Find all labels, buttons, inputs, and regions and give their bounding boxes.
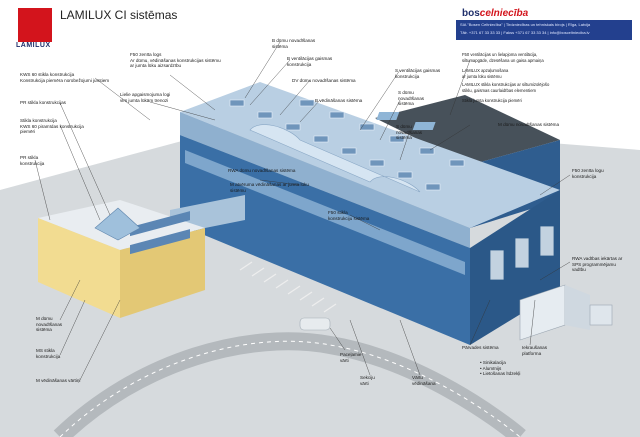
label-pr-stiklo-2: PR stikla konstrukcija (20, 155, 45, 166)
annex-windows (130, 211, 190, 255)
label-stikla-jumts: Stikla jumta konstrukcija piemēri (462, 98, 522, 103)
label-rwa-vadiba: RWA vadības iekārtas ar SPS programmējam… (572, 256, 623, 272)
roof-skylights (229, 99, 465, 191)
label-f50-sist: F50 stikla konstrukciju sistēma (328, 210, 370, 221)
label-ms-stikla: MS stikla konstrukcija (36, 348, 61, 359)
label-pr-stiklo-1: PR stikla konstrukcijas (20, 100, 66, 105)
lamilux-logo-text: LAMILUX (16, 42, 51, 49)
loading-doors (489, 225, 555, 281)
label-m-dumu-1: M dūmu novadīšanas sistēma (498, 122, 560, 127)
label-f50-zenita: F50 zenīta logu konstrukcija (572, 168, 604, 179)
contact-line-2: Tālr. +371 67 33 33 33 | Fakss +371 67 3… (460, 30, 590, 35)
parked-car (299, 317, 331, 331)
label-s-dumu: S dūmu novadīšanas sistēma (398, 90, 425, 106)
label-m-dumu-2: M dūmu novadīšanas sistēma (36, 316, 63, 332)
pyramid-skylight (94, 207, 141, 241)
parking-lines (239, 261, 337, 313)
label-b-dumu-1: B dūmu novadīšanas sistēma (272, 38, 316, 49)
label-f50-ventil: F50 ventilācijas un lielapjoma ventilāci… (462, 52, 544, 63)
rear-roof-skylights (376, 112, 436, 130)
lamilux-logo (18, 8, 52, 42)
label-vartu: Vārtu vēdināšana (412, 375, 436, 386)
contact-bar: SIA "Bosen Celtniecība" | Tirdzniecības … (456, 20, 632, 40)
partner-name: bos (462, 8, 480, 19)
label-dv-dumu: DV dūmu novadīšanas sistēma (292, 78, 356, 83)
label-lielie-logi: Lielie apgaismojuma logi virs jumta lūkā… (120, 92, 171, 103)
label-lamilux-konstr: LAMILUX stikla konstrukcijas ar siltumiz… (462, 82, 550, 93)
label-pacelami: Paceļamie vārti (340, 352, 362, 363)
label-f50-logs: F50 zenīta logs Ar dūmu, vēdināšanas kon… (130, 52, 221, 68)
page-title: LAMILUX CI sistēmas (60, 8, 178, 22)
truck (519, 284, 613, 341)
partner-logo: boscelniecība (462, 8, 528, 19)
label-rwa-dumu: RWA dūmu novadīšanas sistēma (228, 168, 296, 173)
rear-hall-roof (375, 95, 560, 165)
partner-tag: celniecība (479, 8, 529, 19)
label-m-vedinasana: M vēdināšanas vārtiņi (36, 378, 81, 383)
label-iekrausana: Iekraušanas platforma (522, 345, 548, 356)
road-curve-line (59, 340, 521, 437)
label-materiali: • Sinikalacija • Alumīnijs • Lietošanas … (480, 360, 521, 376)
label-m-atkalpolas: M atvēruma vēdināšanas ar jumta lūku sis… (230, 182, 309, 193)
facade-window-band (185, 150, 465, 275)
main-hall-roof (180, 82, 560, 228)
label-b-ventil: B ventilācijas gaismas konstrukcija (287, 56, 333, 67)
label-lamilux-jumts: LAMILUX apzaļumošana ar jumta lūku sistē… (462, 68, 509, 79)
label-s-ventil: S ventilācijas gaismas konstrukcija (395, 68, 441, 79)
label-s-dumu-2: S dūmu novadīšanas sistēma (396, 124, 423, 140)
annex-front-wall (38, 218, 120, 318)
label-b-vedinasana: B vēdināšanas sistēma (315, 98, 363, 103)
leader-lines (34, 41, 571, 381)
label-parvades: Pārvades sistēma (462, 345, 499, 350)
label-sekcijas: Sekciju vārti (360, 375, 375, 386)
main-hall-roof-front (180, 112, 470, 248)
label-kws60-pw: KWS 60 stikla konstrukcija Konstrukcija … (20, 72, 110, 83)
contact-line-1: SIA "Bosen Celtniecība" | Tirdzniecības … (460, 22, 591, 27)
label-stikla-kws60: Stikla konstrukcija KWS 60 piramīdas kon… (20, 118, 84, 134)
